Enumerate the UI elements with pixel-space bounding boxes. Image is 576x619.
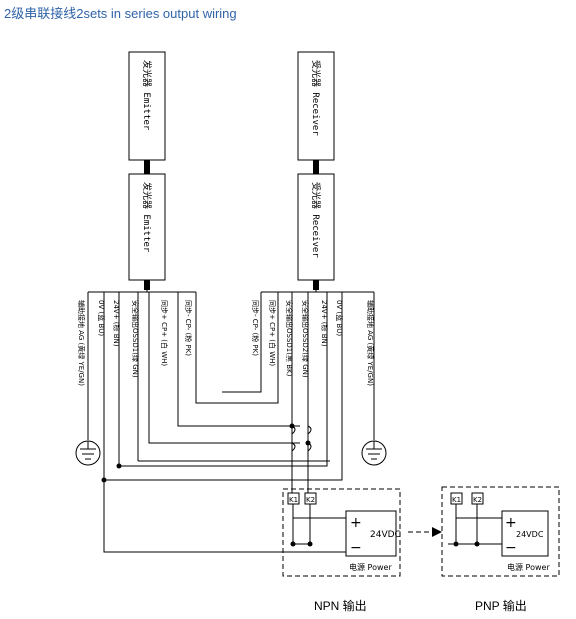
receiver-link-cable — [313, 160, 319, 174]
emitter-top-label: 发光器 Emitter — [141, 60, 153, 131]
junction-dot — [290, 541, 296, 547]
relay-k2-label: K2 — [473, 496, 482, 504]
receiver-0v-wire — [104, 292, 343, 481]
emitter-link-cable — [144, 160, 150, 174]
relay-coil-wire — [455, 504, 478, 544]
receiver-top-label: 受光器 Receiver — [310, 60, 322, 136]
receiver-top-box — [297, 51, 335, 161]
receiver-sync-minus-wire — [222, 292, 262, 393]
pnp-power-label: 电源 Power — [507, 562, 550, 572]
junction-dot — [305, 440, 311, 446]
npn-power-supply — [345, 510, 397, 557]
emitter-cable — [144, 280, 150, 290]
junction-dot — [289, 423, 295, 429]
arrow-right-icon — [408, 527, 442, 537]
npn-power-label: 电源 Power — [349, 562, 392, 572]
emitter-sync-plus-wire — [148, 292, 300, 444]
emitter-sync-minus-wire — [177, 292, 300, 427]
wire-label: 0V (蓝 BU) — [97, 300, 106, 336]
emitter-bottom-label: 发光器 Emitter — [141, 182, 153, 253]
relay-k1-label: K1 — [289, 496, 298, 504]
junction-dot — [453, 541, 459, 547]
npn-supply-voltage: 24VDC — [370, 530, 401, 540]
relay-coil-wire — [292, 504, 311, 544]
wire-label: 安全输出OSSD1(绿 GN) — [131, 300, 140, 378]
emitter-top-box — [128, 51, 166, 161]
page-title: 2级串联接线2sets in series output wiring — [4, 6, 237, 21]
npn-caption: NPN 输出 — [314, 598, 367, 613]
wire-label: 同步+ CP+ (白 WH) — [268, 300, 277, 366]
wire-label: 24V+ (棕 BN) — [320, 300, 329, 347]
wire-label: 同步+ CP+ (白 WH) — [160, 300, 169, 366]
junction-dot — [474, 541, 480, 547]
wire-label: 24V+ (棕 BN) — [112, 300, 121, 347]
npn-0v-wire — [103, 480, 346, 553]
junction-dot — [116, 463, 122, 469]
relay-k1-label: K1 — [452, 496, 461, 504]
wire-label: 0V (蓝 BU) — [335, 300, 344, 336]
receiver-bottom-box — [297, 173, 335, 281]
minus-icon: − — [505, 540, 517, 556]
ground-icon — [361, 440, 387, 466]
pnp-caption: PNP 输出 — [475, 598, 527, 613]
receiver-bottom-label: 受光器 Receiver — [310, 182, 322, 258]
plus-icon: + — [505, 515, 517, 531]
receiver-24v-wire — [119, 292, 328, 467]
receiver-cable — [313, 280, 319, 290]
ground-icon — [75, 440, 101, 466]
wire-label: 安全输出OSSD1(黑 BK) — [285, 300, 294, 377]
npn-output-frame — [282, 488, 401, 577]
wire-label: 同步- CP- (粉 PK) — [251, 300, 260, 356]
wire-label: 辅助接地 AG (黄绿 YE/GN) — [366, 300, 375, 386]
pnp-power-supply — [501, 510, 549, 557]
wire-crossover — [291, 425, 312, 452]
pnp-output-frame — [441, 486, 560, 577]
junction-dot — [307, 541, 313, 547]
pnp-supply-voltage: 24VDC — [516, 530, 544, 539]
wire-label: 安全输出OSSD2(绿 GN) — [301, 300, 310, 378]
minus-icon: − — [350, 540, 362, 556]
sync-cross-wire — [195, 292, 279, 404]
wire-label: 辅助接地 AG (黄绿 YE/GN) — [77, 300, 86, 386]
wire-label: 同步- CP- (粉 PK) — [184, 300, 193, 356]
relay-k2-label: K2 — [306, 496, 315, 504]
plus-icon: + — [350, 515, 362, 531]
